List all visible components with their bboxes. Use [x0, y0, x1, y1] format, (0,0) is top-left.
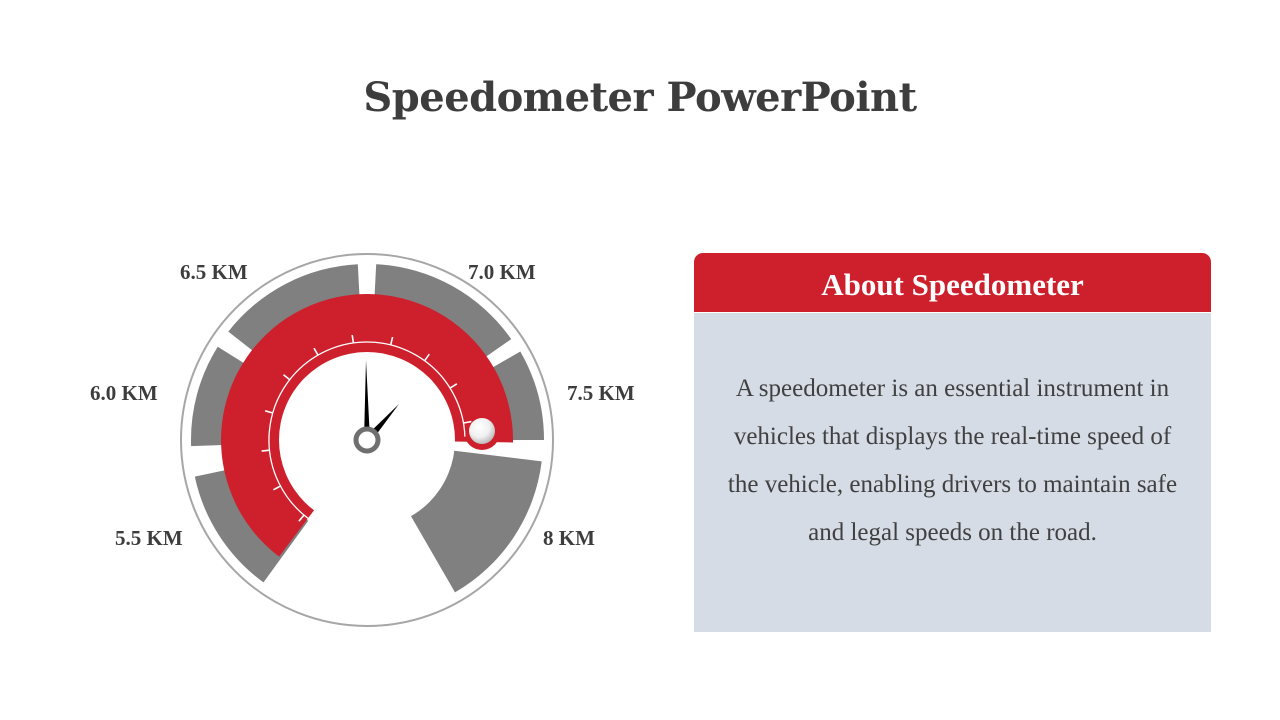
- gauge-tick: [423, 353, 430, 362]
- gauge-knob: [469, 418, 495, 444]
- gauge-tick: [449, 383, 458, 389]
- gauge-tick: [351, 334, 355, 344]
- gauge-tick: [283, 374, 291, 381]
- about-card-body: A speedometer is an essential instrument…: [694, 312, 1211, 632]
- needle-long: [364, 360, 370, 440]
- gauge-tick: [264, 410, 274, 414]
- gauge-red-arc: [221, 294, 514, 557]
- gauge-segment-8: [409, 450, 542, 593]
- gauge-tick: [298, 514, 305, 522]
- gauge-label-7-0: 7.0 KM: [468, 260, 536, 284]
- gauge-tick: [313, 347, 319, 356]
- gauge-tick: [273, 485, 281, 491]
- gauge-label-6-0: 6.0 KM: [90, 381, 158, 405]
- gauge-tick: [261, 449, 270, 452]
- gauge-label-8: 8 KM: [543, 526, 595, 550]
- needle-hub: [353, 426, 381, 454]
- about-card-heading: About Speedometer: [694, 253, 1211, 312]
- gauge-label-5-5: 5.5 KM: [115, 526, 183, 550]
- about-card: About Speedometer A speedometer is an es…: [694, 253, 1211, 632]
- gauge-tick: [389, 336, 394, 346]
- gauge-label-7-5: 7.5 KM: [567, 381, 635, 405]
- slide-title: Speedometer PowerPoint: [363, 74, 917, 121]
- gauge-scale-line: [268, 341, 466, 519]
- gauge-tick: [463, 420, 472, 424]
- gauge-label-6-5: 6.5 KM: [180, 260, 248, 284]
